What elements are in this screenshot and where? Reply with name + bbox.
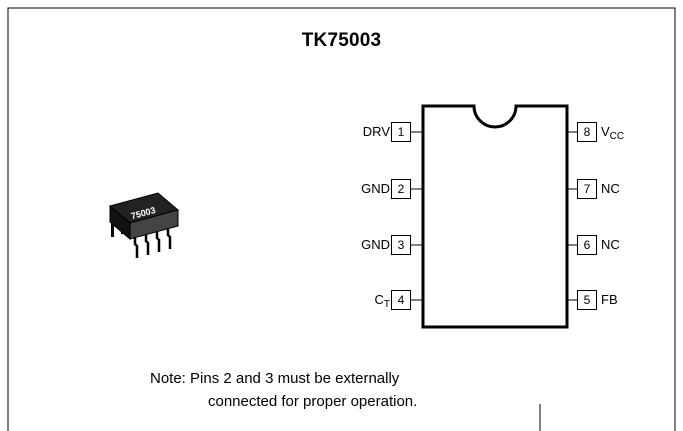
right-pin-name-5: FB (601, 292, 618, 307)
pin-name-subscript: CC (609, 131, 625, 142)
left-pin-number-1: 1 (391, 122, 411, 142)
dip-package-illustration: 75003 (108, 192, 180, 258)
left-pin-name-4: CT (330, 292, 391, 310)
right-pin-name-6: NC (601, 237, 620, 252)
right-pin-number-8: 8 (577, 122, 597, 142)
pin-name-text: GND (361, 181, 390, 196)
left-pin-stubs (411, 131, 423, 301)
left-pin-number-2: 2 (391, 179, 411, 199)
pin-name-text: DRV (362, 124, 390, 139)
right-pin-number-7: 7 (577, 179, 597, 199)
right-pin-number-5: 5 (577, 290, 597, 310)
left-pin-name-3: GND (330, 237, 390, 252)
note-line-1: Note: Pins 2 and 3 must be externally (150, 370, 400, 387)
pin-name-text: NC (601, 181, 620, 196)
note-line-2: connected for proper operation. (208, 393, 418, 410)
pin-name-text: C (374, 292, 384, 307)
left-pin-number-4: 4 (391, 290, 411, 310)
pin-name-text: GND (361, 237, 390, 252)
left-pin-number-3: 3 (391, 235, 411, 255)
chip-title: TK75003 (301, 30, 382, 51)
frame-border (7, 7, 676, 431)
ic-body (421, 104, 569, 329)
pin-name-text: V (601, 124, 610, 139)
right-pin-name-8: VCC (601, 124, 625, 142)
right-pin-number-6: 6 (577, 235, 597, 255)
pin-name-subscript: T (383, 299, 390, 310)
left-pin-name-1: DRV (330, 124, 390, 139)
pin-name-text: NC (601, 237, 620, 252)
right-pin-name-7: NC (601, 181, 620, 196)
pin-name-text: FB (601, 292, 618, 307)
right-pin-stubs (567, 131, 577, 301)
left-pin-name-2: GND (330, 181, 390, 196)
